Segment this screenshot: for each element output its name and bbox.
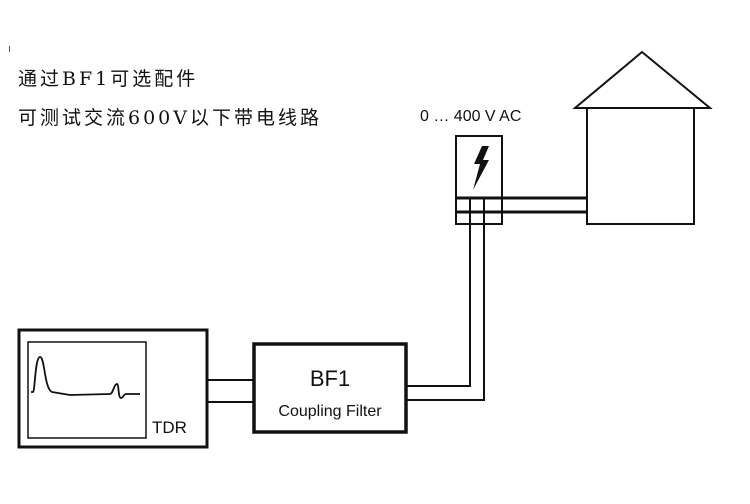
tdr-cable bbox=[207, 379, 254, 403]
caption-line-1: 通过BF1可选配件 bbox=[18, 68, 199, 90]
coupling-filter-box bbox=[252, 342, 408, 434]
coupling-filter-title: BF1 bbox=[309, 366, 351, 391]
edge-mark bbox=[9, 46, 10, 52]
power-supply-box bbox=[455, 135, 503, 225]
coupling-filter-subtitle: Coupling Filter bbox=[278, 403, 382, 420]
lightning-bolt-icon bbox=[473, 146, 489, 190]
house-wall bbox=[586, 107, 695, 225]
tdr-instrument bbox=[17, 328, 209, 449]
supply-line bbox=[456, 196, 587, 214]
tdr-waveform bbox=[31, 356, 140, 399]
voltage-label: 0 … 400 V AC bbox=[420, 108, 522, 125]
tdr-label: TDR bbox=[152, 418, 187, 437]
test-cable bbox=[406, 198, 485, 401]
caption-line-2: 可测试交流600V以下带电线路 bbox=[18, 107, 322, 129]
tdr-screen bbox=[27, 341, 147, 439]
house-icon bbox=[572, 50, 713, 225]
house-roof bbox=[572, 50, 713, 109]
